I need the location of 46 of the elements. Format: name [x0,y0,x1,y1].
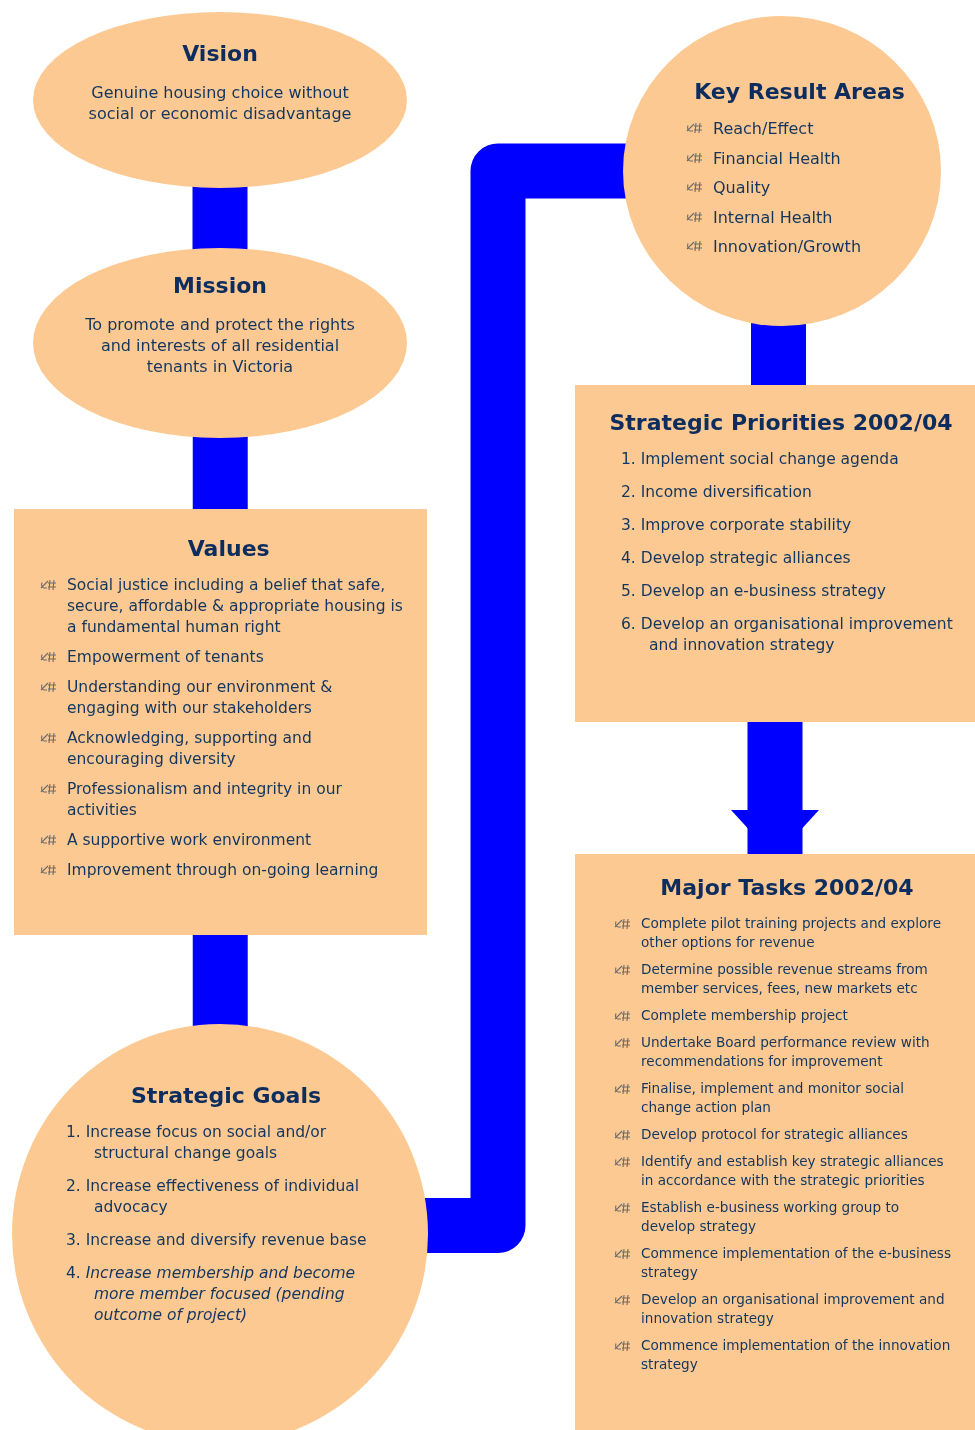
node-heading: Mission [172,272,268,300]
list-item: 1. Implement social change agenda [621,449,900,470]
list-item: Complete membership project [641,1007,848,1023]
values-box [14,509,427,935]
list-item: Professionalism and integrity in our activities [67,780,342,819]
list-item: A supportive work environment [67,831,312,849]
list-item: 4. Develop strategic alliances [621,548,852,569]
body-text: To promote and protect the rights and interests of all residential tenants in Victoria [84,314,356,377]
node-heading: Strategic Priorities 2002/04 [609,409,953,437]
list-item: 2. Increase effectiveness of individual advocacy [66,1176,361,1218]
list-item: Acknowledging, supporting and encouraging diversity [67,729,312,768]
node-heading: Strategic Goals [129,1082,323,1110]
node-heading: Major Tasks 2002/04 [659,874,915,902]
node-heading: Values [186,535,271,563]
major-tasks-box [575,854,975,1430]
list-item: Social justice including a belief that safe, secure, affordable & appropriate housing is a fundamental human right [67,576,403,636]
list-item: Complete pilot training projects and explore other options for revenue [641,915,941,950]
list-item: Commence implementation of the innovation strategy [641,1337,951,1372]
list-item: Empowerment of tenants [67,648,264,666]
list-item: 1. Increase focus on social and/or structural change goals [66,1122,328,1164]
list-item: Reach/Effect [713,119,814,138]
list-item: Develop an organisational improvement and innovation strategy [641,1291,945,1326]
list-item: Identify and establish key strategic alliances in accordance with the strategic priorities [641,1153,944,1188]
list-item: Financial Health [713,148,841,168]
body-text: Genuine housing choice without social or economic disadvantage [87,82,353,124]
list-item: Determine possible revenue streams from member services, fees, new markets etc [641,961,928,996]
list-item: Quality [713,178,771,197]
list-item: Internal Health [713,207,833,227]
priorities-box [575,385,975,722]
list-item: 5. Develop an e-business strategy [621,581,887,602]
list-item: 3. Improve corporate stability [621,515,853,536]
list-item: 6. Develop an organisational improvement and innovation strategy [621,614,953,656]
list-item: Undertake Board performance review with recommendations for improvement [641,1034,930,1069]
list-item: Understanding our environment & engaging with our stakeholders [67,678,333,717]
node-heading: Key Result Areas [693,78,906,106]
list-item: Improvement through on-going learning [67,861,379,879]
list-item: 4. Increase membership and become more member focused (pending outcome of project) [66,1263,357,1326]
connector-bar [422,143,627,1254]
list-item: Innovation/Growth [713,237,861,256]
list-item: Commence implementation of the e-business strategy [641,1245,952,1280]
node-heading: Vision [181,40,259,68]
list-item: Establish e-business working group to develop strategy [641,1199,900,1234]
list-item: 3. Increase and diversify revenue base [66,1230,368,1251]
list-item: Develop protocol for strategic alliances [641,1126,908,1142]
list-item: Finalise, implement and monitor social change action plan [641,1080,904,1115]
list-item: 2. Income diversification [621,482,813,503]
